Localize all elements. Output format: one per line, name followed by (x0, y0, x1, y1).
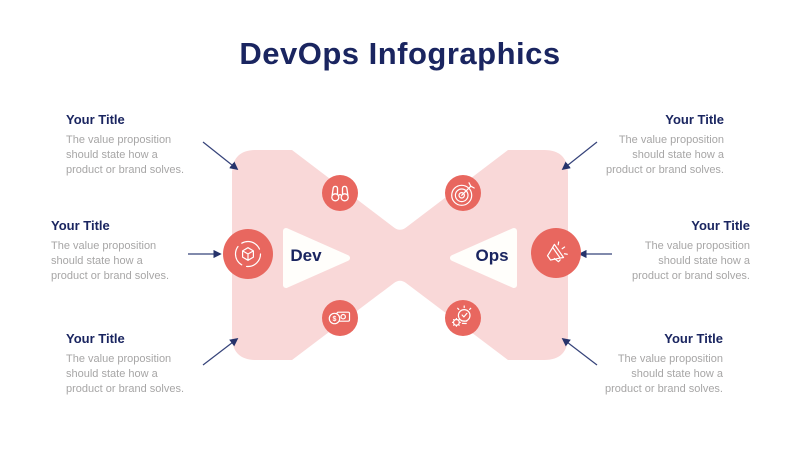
block-body: The value proposition should state how a… (66, 134, 185, 176)
block-title: Your Title (51, 218, 110, 233)
icon-badges: $ (223, 175, 581, 336)
text-block-bottom-right: Your Title The value proposition should … (595, 331, 723, 397)
block-title: Your Title (691, 218, 750, 233)
idea-bulb-gear-icon (445, 300, 481, 336)
block-body: The value proposition should state how a… (631, 240, 750, 282)
megaphone-icon (531, 228, 581, 278)
delivery-process-icon (223, 229, 273, 279)
block-title: Your Title (66, 331, 125, 346)
arrow-top-right (561, 141, 598, 171)
dev-triangle (283, 228, 350, 288)
dev-label: Dev (290, 246, 322, 265)
binoculars-icon (322, 175, 358, 211)
block-body: The value proposition should state how a… (51, 240, 170, 282)
arrow-bottom-right (561, 337, 598, 366)
arrow-top-left (202, 141, 239, 171)
ops-triangle (450, 228, 517, 288)
text-block-bottom-left: Your Title The value proposition should … (66, 331, 194, 397)
block-body: The value proposition should state how a… (604, 353, 723, 395)
bowtie-shape (232, 150, 568, 360)
page-title: DevOps Infographics (239, 36, 561, 71)
block-body: The value proposition should state how a… (605, 134, 724, 176)
arrow-bottom-left (202, 337, 239, 366)
block-title: Your Title (66, 112, 125, 127)
target-icon (445, 175, 481, 211)
money-icon: $ (322, 300, 358, 336)
text-block-top-left: Your Title The value proposition should … (66, 112, 194, 178)
text-block-middle-left: Your Title The value proposition should … (51, 218, 179, 284)
text-block-middle-right: Your Title The value proposition should … (622, 218, 750, 284)
text-block-top-right: Your Title The value proposition should … (596, 112, 724, 178)
connector-arrows (188, 141, 612, 366)
block-title: Your Title (665, 112, 724, 127)
dollar-glyph: $ (333, 316, 337, 323)
ops-label: Ops (475, 246, 509, 265)
block-title: Your Title (664, 331, 723, 346)
block-body: The value proposition should state how a… (66, 353, 185, 395)
